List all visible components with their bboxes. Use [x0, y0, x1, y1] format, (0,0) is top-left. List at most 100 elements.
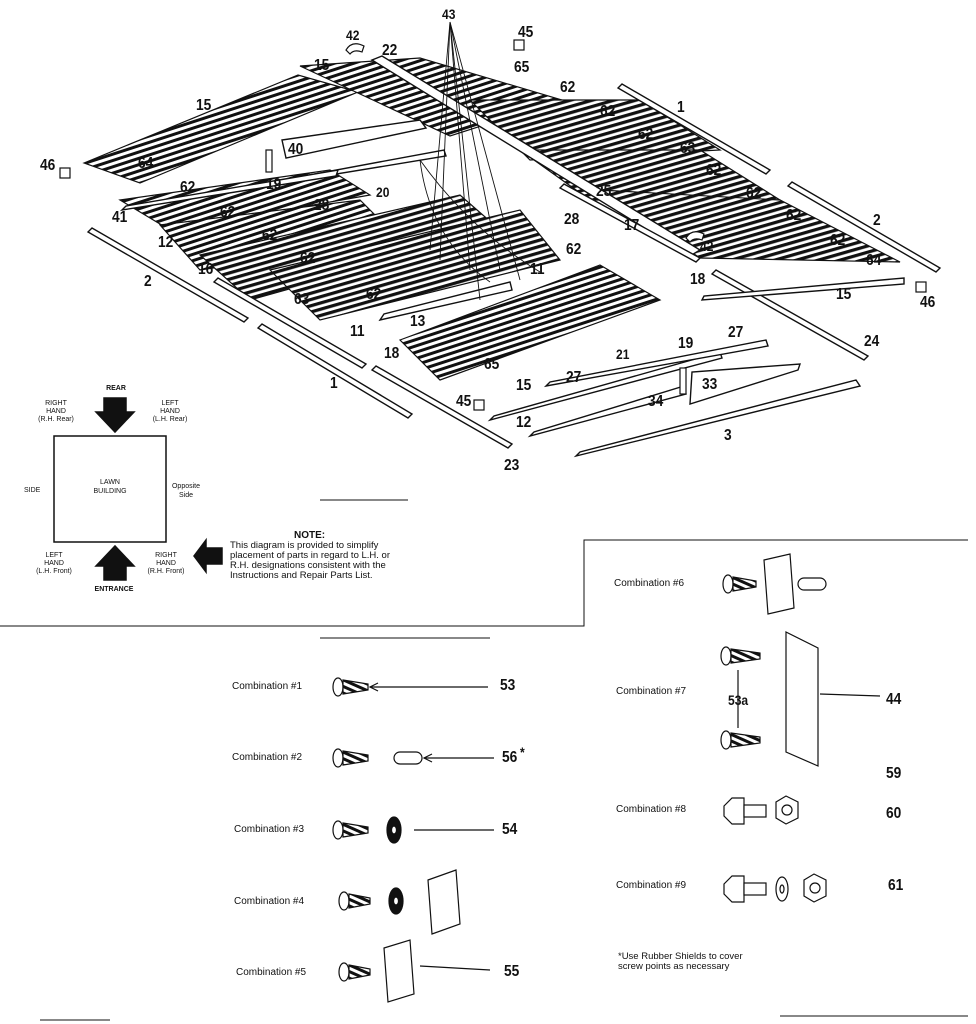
- building-label: LAWN BUILDING: [93, 479, 127, 495]
- lh-rear-label: LEFT HAND (L.H. Rear): [152, 400, 188, 423]
- part-number: 45: [518, 24, 534, 41]
- fastener-combinations: [332, 553, 881, 1003]
- rh-rear-label: RIGHT HAND (R.H. Rear): [38, 400, 74, 423]
- building-outline: [53, 435, 167, 543]
- hardware-number: 53a: [728, 692, 749, 708]
- part-number: 62: [366, 286, 382, 303]
- floor-panel-front: [398, 264, 662, 381]
- part-number: 62: [300, 250, 316, 267]
- part-number: 62: [638, 126, 654, 143]
- combo-7-screws: [720, 631, 881, 767]
- rail-41-12: [119, 169, 340, 212]
- hardware-number: 61: [888, 877, 904, 894]
- part-number: 62: [786, 207, 802, 224]
- part-number: 15: [836, 286, 852, 303]
- part-number: 62: [600, 103, 616, 120]
- combo-5-screw: [338, 939, 491, 1003]
- hardware-number: 53: [500, 677, 516, 694]
- hardware-number: 56: [502, 749, 518, 766]
- side-label: SIDE: [24, 487, 41, 494]
- combo-9-bolt: [723, 873, 827, 903]
- part-number: 64: [866, 252, 882, 269]
- rh-front-label: RIGHT HAND (R.H. Front): [147, 552, 185, 575]
- block-45-bottom: [473, 399, 485, 411]
- part-number: 62: [746, 185, 762, 202]
- combination-3-label: Combination #3: [234, 824, 305, 835]
- part-number: 15: [196, 97, 212, 114]
- roof-panel-left-rear: [82, 74, 360, 184]
- part-number: 62: [220, 204, 236, 221]
- part-number: 64: [138, 155, 154, 172]
- hardware-asterisk: *: [520, 744, 525, 760]
- part-number: 19: [266, 176, 282, 193]
- rail-1-bottom: [256, 323, 414, 419]
- hardware-number: 54: [502, 821, 518, 838]
- part-number: 15: [516, 377, 532, 394]
- part-number: 62: [706, 162, 722, 179]
- combination-1-label: Combination #1: [232, 681, 303, 692]
- part-number: 43: [442, 6, 456, 22]
- combo-6-screw: [722, 553, 827, 615]
- part-number: 62: [262, 227, 278, 244]
- part-number: 18: [384, 345, 400, 362]
- part-number: 2: [873, 212, 881, 229]
- part-number: 13: [410, 313, 426, 330]
- truss-40: [281, 119, 428, 159]
- part-number: 42: [700, 238, 714, 254]
- floor-panel-left-a: [118, 169, 372, 231]
- part-number: 20: [376, 184, 390, 200]
- combination-7-label: Combination #7: [616, 686, 687, 697]
- hardware-number: 60: [886, 805, 902, 822]
- entrance-arrow: [94, 544, 136, 581]
- part-number: 62: [566, 241, 582, 258]
- part-number: 41: [112, 209, 128, 226]
- part-number: 2: [144, 273, 152, 290]
- part-number: 11: [530, 261, 545, 278]
- orientation-key: [53, 397, 223, 581]
- rear-label: REAR: [106, 385, 126, 392]
- part-number: 65: [484, 356, 500, 373]
- rail-2-left: [86, 227, 250, 323]
- roof-panels: [82, 57, 901, 381]
- divider-lines: [0, 499, 968, 1021]
- part-number: 16: [198, 261, 214, 278]
- part-number: 63: [294, 291, 310, 308]
- combination-2-label: Combination #2: [232, 752, 303, 763]
- part-number: 15: [314, 57, 330, 74]
- combination-6-label: Combination #6: [614, 578, 685, 589]
- part-number: 62: [560, 79, 576, 96]
- clip-42-top: [345, 43, 365, 55]
- part-number: 27: [566, 369, 582, 386]
- rear-arrow: [94, 397, 136, 434]
- floor-panel-mid-b: [268, 209, 562, 321]
- part-number: 17: [624, 217, 640, 234]
- clip-42-mid: [685, 231, 705, 243]
- ridge-beam-22: [370, 55, 702, 257]
- part-number: 23: [504, 457, 520, 474]
- rail-1-top: [616, 83, 772, 175]
- note-heading: NOTE:: [294, 530, 326, 541]
- combination-8-label: Combination #8: [616, 804, 687, 815]
- block-46-right: [915, 281, 927, 293]
- part-number: 24: [864, 333, 880, 350]
- note-arrow: [193, 537, 223, 575]
- hardware-strands: [419, 21, 541, 301]
- part-number: 34: [648, 393, 664, 410]
- part-number: 65: [514, 59, 530, 76]
- part-number: 40: [288, 141, 304, 158]
- rail-17: [558, 183, 702, 263]
- part-number: 3: [724, 427, 732, 444]
- rail-16: [212, 277, 368, 369]
- part-number: 28: [314, 197, 330, 214]
- block-45-top: [513, 39, 525, 51]
- combo-2-screw: [332, 748, 494, 768]
- block-46-left: [59, 167, 71, 179]
- rail-15: [700, 277, 905, 301]
- rail-2-right: [786, 181, 942, 273]
- rubber-shield-footnote: *Use Rubber Shields to cover screw point…: [618, 951, 743, 972]
- part-number: 45: [456, 393, 472, 410]
- combo-8-bolt: [723, 795, 799, 825]
- part-number: 22: [382, 42, 398, 59]
